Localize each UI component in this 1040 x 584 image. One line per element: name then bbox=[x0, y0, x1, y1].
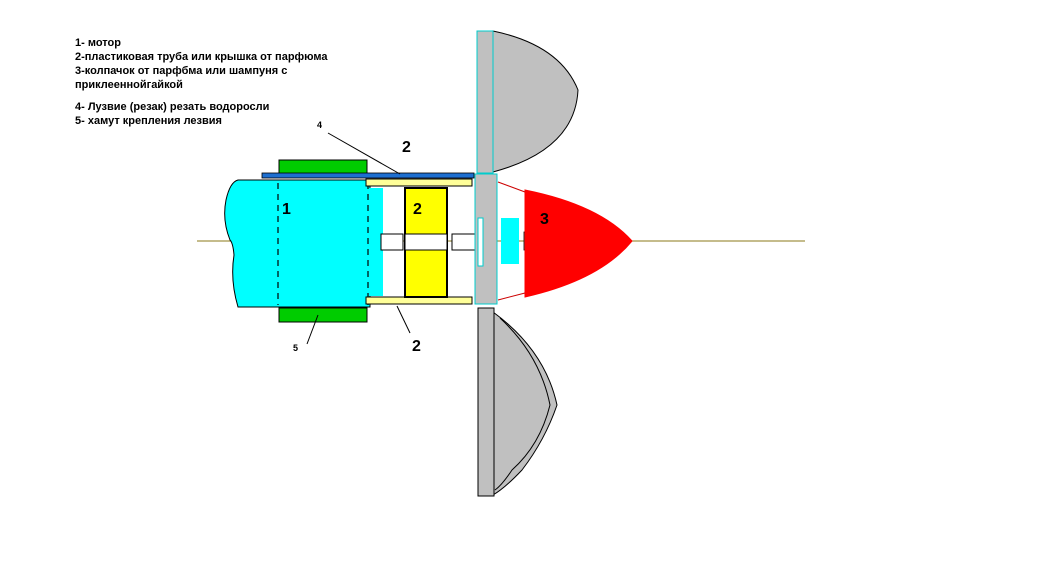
callout-motor: 1 bbox=[282, 201, 291, 218]
propeller-hub-center bbox=[474, 173, 498, 305]
callout-tube-top: 2 bbox=[402, 139, 411, 156]
legend-item-tube: 2-пластиковая труба или крышка от парфюм… bbox=[75, 51, 328, 63]
callout-blade: 4 bbox=[317, 120, 322, 130]
clamp-top bbox=[278, 159, 368, 175]
legend-item-cap-line2: приклееннойгайкой bbox=[75, 79, 183, 91]
callout-cap: 3 bbox=[540, 211, 549, 228]
callout-tube-bottom: 2 bbox=[412, 338, 421, 355]
motor-shaft-stub bbox=[237, 220, 249, 260]
legend-item-clamp: 5- хамут крепления лезвия bbox=[75, 115, 222, 127]
cutter-blade bbox=[261, 172, 475, 179]
legend: 1- мотор 2-пластиковая труба или крышка … bbox=[75, 36, 328, 128]
tube-wall-top bbox=[365, 178, 473, 187]
propeller-blade-bottom-edge bbox=[494, 317, 551, 491]
propeller-blade-top bbox=[492, 30, 579, 173]
leader-clamp bbox=[306, 314, 319, 345]
tube-inner-cyan bbox=[369, 188, 383, 296]
hub-slot bbox=[477, 217, 484, 267]
shaft-segment-mid bbox=[404, 233, 448, 251]
propeller-hub-bottom bbox=[477, 307, 495, 497]
propeller-hub-top bbox=[476, 30, 494, 174]
shaft-segment-left bbox=[380, 233, 404, 251]
legend-item-motor: 1- мотор bbox=[75, 37, 121, 49]
cap-line-lower bbox=[497, 292, 526, 301]
tube-wall-bottom bbox=[365, 296, 473, 305]
callout-tube-inner: 2 bbox=[413, 201, 422, 218]
propeller-blade-bottom bbox=[492, 311, 558, 496]
cap bbox=[524, 189, 633, 298]
clamp-bottom bbox=[278, 307, 368, 323]
leader-tube-bottom bbox=[396, 305, 411, 334]
cap-line-upper bbox=[497, 181, 526, 193]
nut bbox=[501, 218, 519, 264]
motor-body bbox=[224, 179, 371, 308]
legend-item-cap-line1: 3-колпачок от парфбма или шампуня с bbox=[75, 65, 288, 77]
legend-item-blade: 4- Лузвие (резак) резать водоросли bbox=[75, 101, 270, 113]
callout-clamp: 5 bbox=[293, 343, 298, 353]
leader-blade bbox=[327, 132, 401, 175]
